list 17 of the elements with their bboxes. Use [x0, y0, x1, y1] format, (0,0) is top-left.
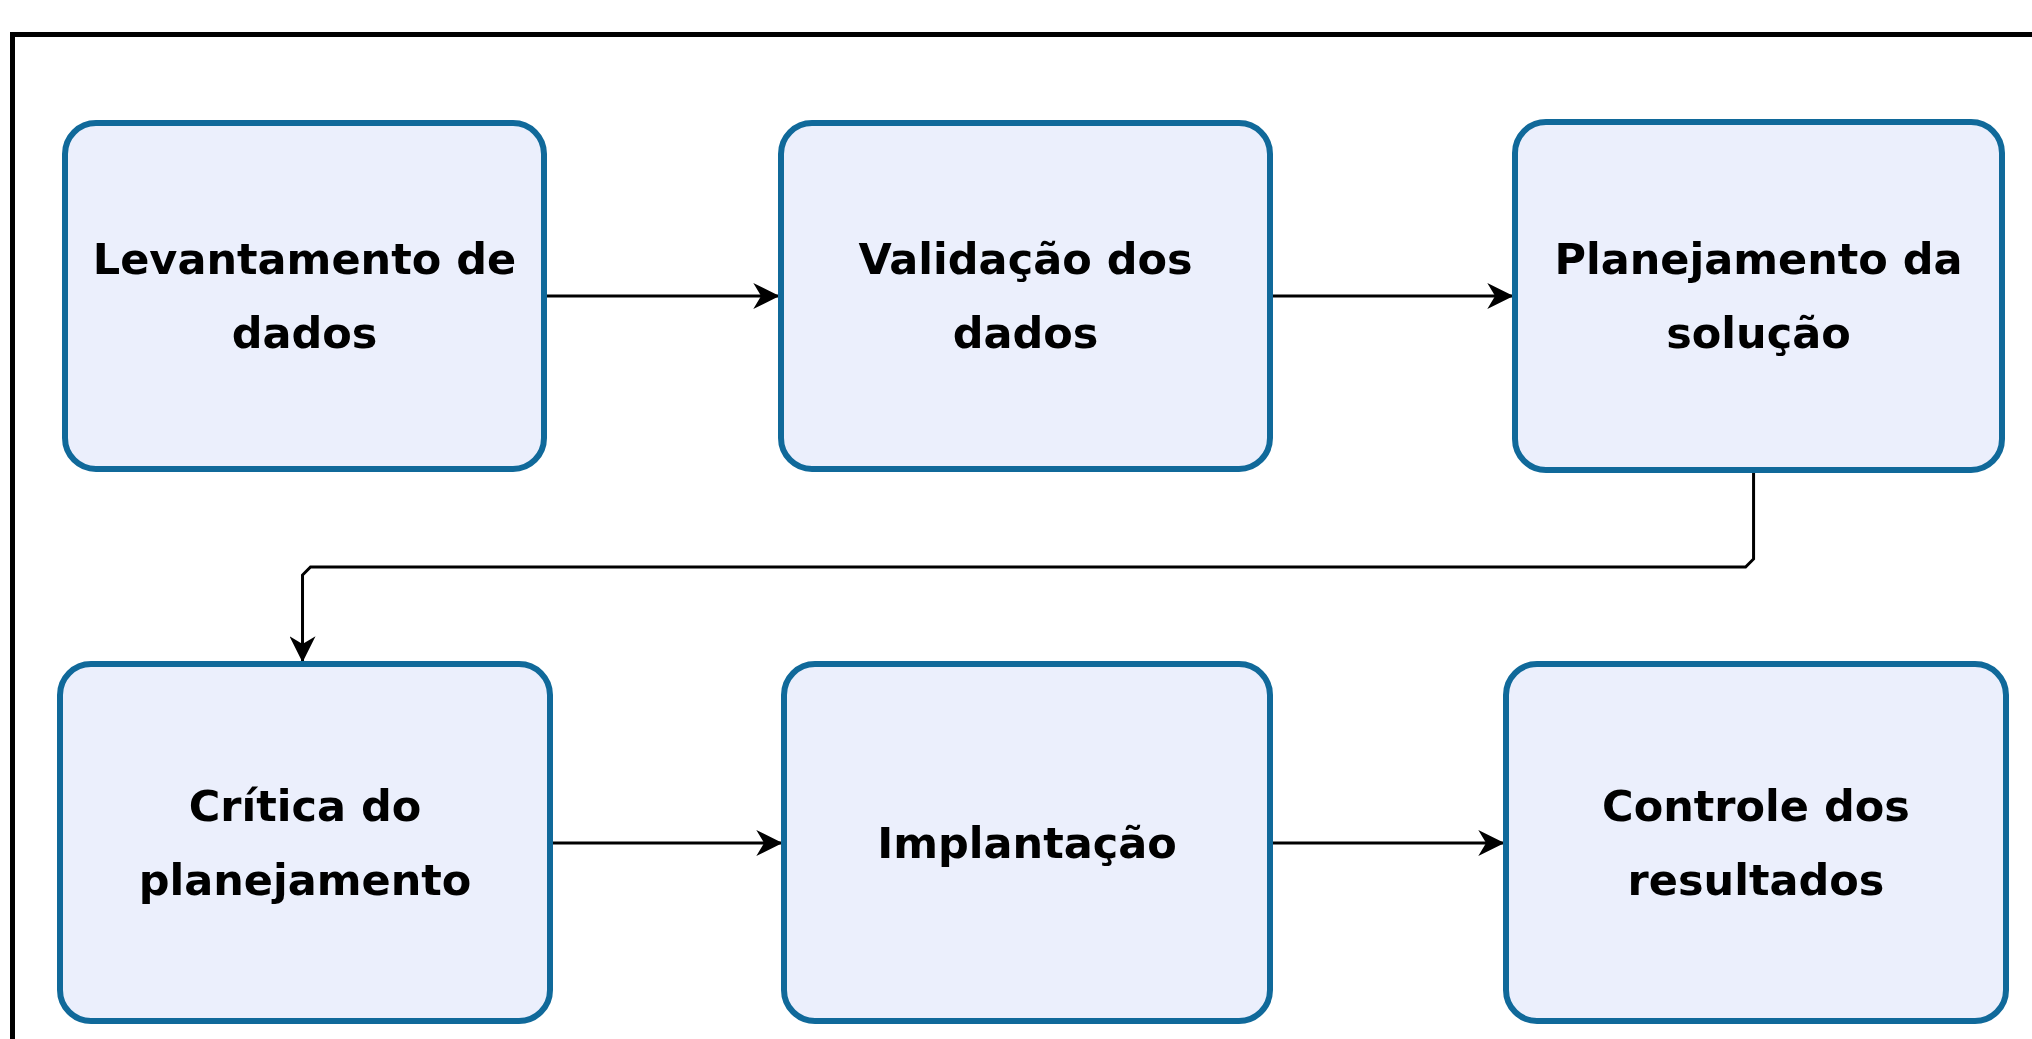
step-label: Validação dos dados — [857, 233, 1194, 360]
step-label: Planejamento da solução — [1553, 233, 1964, 360]
process-box — [62, 120, 547, 472]
arrow — [553, 830, 783, 856]
process-box — [1503, 661, 2009, 1024]
step-label: Controle dos resultados — [1601, 779, 1911, 907]
process-box — [57, 661, 553, 1024]
process-box — [781, 661, 1273, 1024]
process-box — [778, 120, 1273, 472]
arrow — [289, 473, 1756, 663]
process-box — [1512, 119, 2005, 473]
step-label: Implantação — [877, 816, 1177, 870]
step-label: Levantamento de dados — [91, 233, 518, 360]
arrow — [547, 283, 780, 309]
step-label: Crítica do planejamento — [137, 779, 473, 907]
arrow — [1273, 283, 1514, 309]
arrow — [1273, 830, 1505, 856]
